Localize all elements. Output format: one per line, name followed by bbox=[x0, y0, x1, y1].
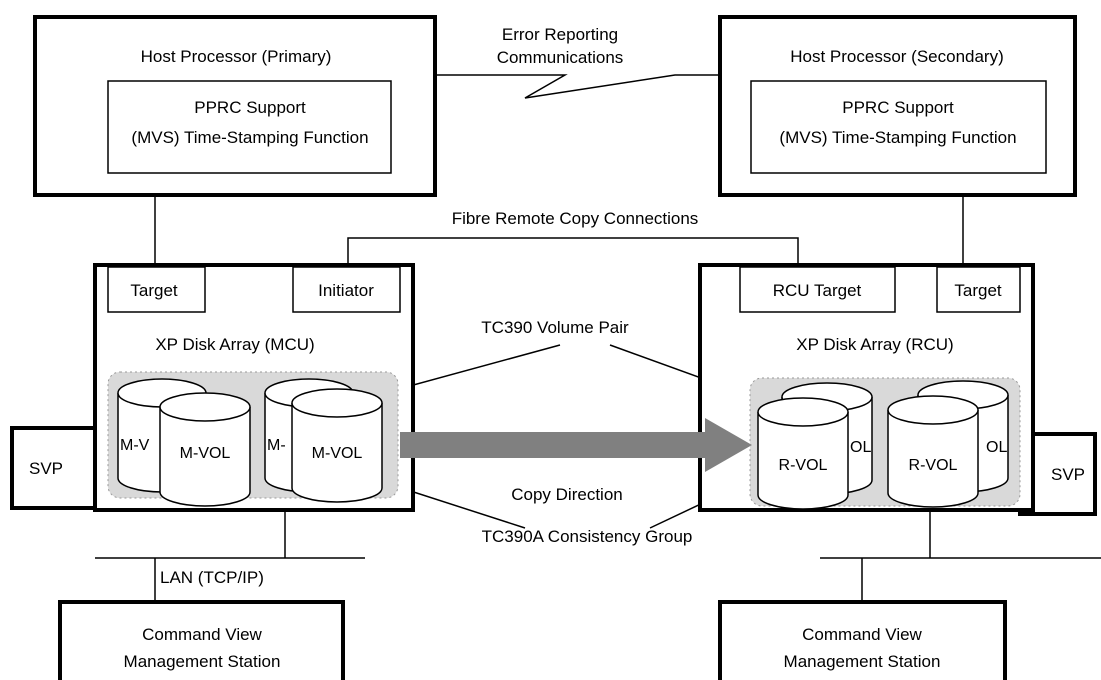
rcu-target-port-rcu bbox=[739, 266, 896, 313]
error-reporting-label-line1: Error Reporting bbox=[502, 25, 618, 44]
host-secondary-support-line2: (MVS) Time-Stamping Function bbox=[779, 128, 1016, 147]
mcu-volumes: M-V M-VOL M- M-VOL bbox=[117, 378, 383, 507]
host-primary-support-line1: PPRC Support bbox=[194, 98, 306, 117]
rcu-rcu-target-port-label: RCU Target bbox=[773, 281, 862, 300]
management-station-left-line2: Management Station bbox=[124, 652, 281, 671]
management-station-right-box bbox=[718, 600, 1007, 680]
mcu-volume-front-left-label: M-VOL bbox=[180, 445, 231, 462]
fibre-connection-label: Fibre Remote Copy Connections bbox=[452, 209, 699, 228]
error-reporting-label-line2: Communications bbox=[497, 48, 624, 67]
rcu-volume-front-right-label: R-VOL bbox=[909, 457, 958, 474]
host-secondary-support-line1: PPRC Support bbox=[842, 98, 954, 117]
mcu-volume-front-right bbox=[291, 388, 383, 503]
mcu-initiator-port bbox=[292, 266, 401, 313]
host-secondary-title: Host Processor (Secondary) bbox=[790, 47, 1004, 66]
rcu-volume-back-right-label: OL bbox=[986, 439, 1007, 456]
mcu-volume-back-left-label: M-V bbox=[120, 437, 150, 454]
host-primary-title: Host Processor (Primary) bbox=[141, 47, 332, 66]
rcu-volume-front-left-label: R-VOL bbox=[779, 457, 828, 474]
consistency-group-label: TC390A Consistency Group bbox=[482, 527, 693, 546]
copy-direction-label: Copy Direction bbox=[511, 485, 623, 504]
svp-left-label: SVP bbox=[29, 459, 63, 478]
host-primary-support-line2: (MVS) Time-Stamping Function bbox=[131, 128, 368, 147]
rcu-target-port-label: Target bbox=[954, 281, 1002, 300]
host-primary: Host Processor (Primary) PPRC Support (M… bbox=[33, 15, 437, 197]
consistency-group-leader-left bbox=[394, 485, 526, 529]
mcu-volume-front-left bbox=[159, 392, 251, 507]
volume-pair-label: TC390 Volume Pair bbox=[481, 318, 629, 337]
lan-label: LAN (TCP/IP) bbox=[160, 568, 264, 587]
mcu-initiator-port-label: Initiator bbox=[318, 281, 374, 300]
management-station-left-box bbox=[58, 600, 345, 680]
host-secondary-support-box bbox=[750, 80, 1047, 174]
svp-left: SVP bbox=[10, 426, 109, 510]
svp-right-label: SVP bbox=[1051, 465, 1085, 484]
rcu-volumes: OL R-VOL OL R-VOL bbox=[757, 380, 1009, 510]
management-station-right-line1: Command View bbox=[802, 625, 922, 644]
rcu-volume-back-left-label: OL bbox=[850, 439, 871, 456]
mcu-volume-back-right-label: M- bbox=[267, 437, 286, 454]
host-primary-support-box bbox=[107, 80, 392, 174]
management-station-left-line1: Command View bbox=[142, 625, 262, 644]
mcu-volume-front-right-label: M-VOL bbox=[312, 445, 363, 462]
management-station-right-line2: Management Station bbox=[784, 652, 941, 671]
rcu-volume-front-right bbox=[887, 395, 979, 508]
error-reporting-line bbox=[435, 74, 720, 99]
copy-direction-arrow bbox=[400, 418, 752, 472]
rcu-volume-front-left bbox=[757, 397, 849, 510]
management-station-left: Command View Management Station bbox=[58, 600, 345, 680]
mcu-title: XP Disk Array (MCU) bbox=[155, 335, 314, 354]
fibre-connection-line bbox=[347, 237, 799, 265]
management-station-right: Command View Management Station bbox=[718, 600, 1007, 680]
rcu-title: XP Disk Array (RCU) bbox=[796, 335, 953, 354]
host-secondary: Host Processor (Secondary) PPRC Support … bbox=[718, 15, 1077, 197]
rcu-target-port bbox=[936, 266, 1021, 313]
mcu-target-port bbox=[107, 266, 206, 313]
mcu-target-port-label: Target bbox=[130, 281, 178, 300]
